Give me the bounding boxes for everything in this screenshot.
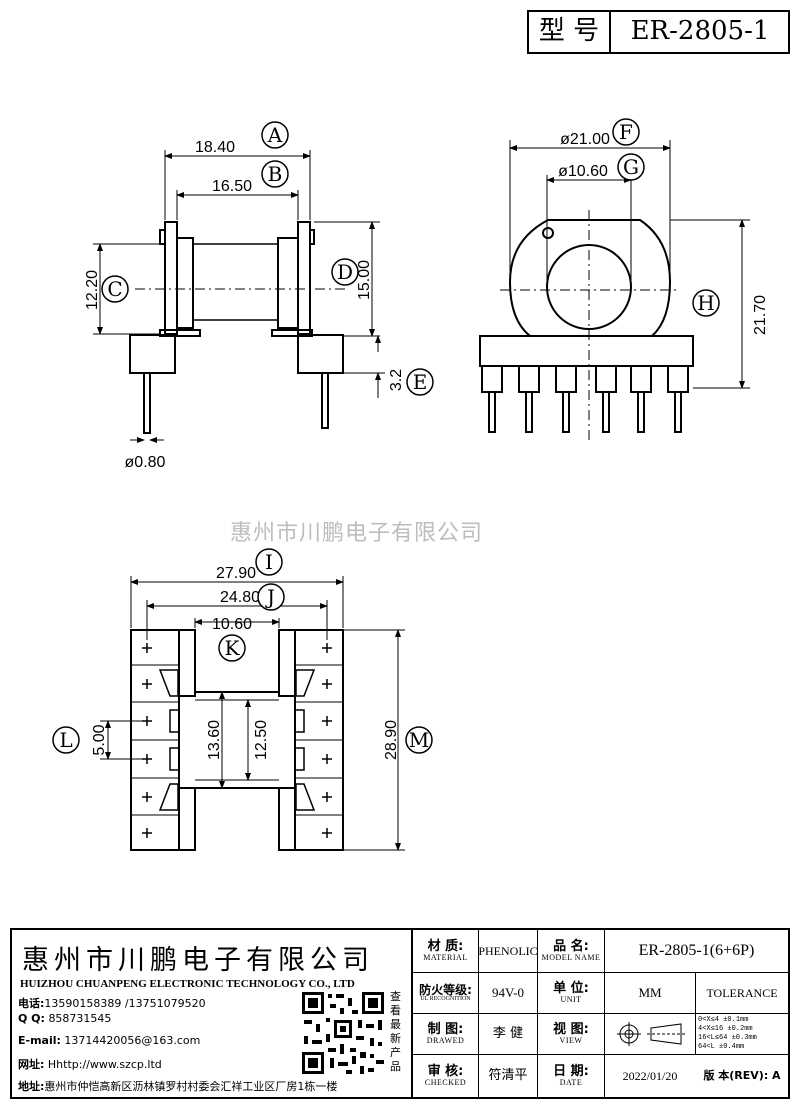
date-value: 2022/01/20: [622, 1068, 678, 1083]
model-header: 型 号 ER-2805-1: [527, 10, 790, 54]
model-value: ER-2805-1: [630, 16, 770, 47]
svg-text:H: H: [697, 291, 714, 315]
tol-row: 0<X≤4 ±0.1mm: [698, 1016, 749, 1024]
company-email: E-mail: 13714420056@163.com: [18, 1034, 201, 1047]
svg-text:K: K: [225, 636, 241, 660]
dim-G: ø10.60: [558, 163, 608, 180]
tolerance-table: 0<X≤4 ±0.1mm 4<X≤16 ±0.2mm 16<L≤64 ±0.3m…: [698, 1016, 788, 1052]
svg-text:F: F: [619, 120, 633, 144]
svg-text:A: A: [267, 123, 283, 147]
ul-value: 94V-0: [491, 985, 525, 1001]
bottom-view: [130, 629, 344, 851]
company-qq: Q Q: 858731545: [18, 1012, 112, 1025]
dim-B: 16.50: [212, 178, 252, 195]
front-view: [479, 219, 694, 433]
company-name-cn: 惠州市川鹏电子有限公司: [22, 945, 374, 976]
dim-M: 28.90: [383, 720, 400, 760]
partname-value: ER-2805-1(6+6P): [638, 941, 755, 959]
dim-N1: 13.60: [206, 720, 223, 760]
svg-text:M: M: [409, 728, 429, 752]
projection-symbol-icon: [617, 1022, 685, 1046]
revision: 版 本(REV): A: [703, 1069, 781, 1083]
unit-label: 单 位: UNIT: [553, 980, 589, 1004]
svg-text:E: E: [413, 370, 428, 394]
checked-label: 审 核: CHECKED: [424, 1063, 467, 1087]
company-name-en: HUIZHOU CHUANPENG ELECTRONIC TECHNOLOGY …: [20, 978, 355, 990]
drawn-label: 制 图: DRAWED: [426, 1021, 465, 1045]
dim-J: 24.80: [220, 589, 260, 606]
technical-drawing: 18.40 16.50 12.20 15.00 3.2 ø0.80 ø21.00…: [52, 118, 769, 851]
checked-value: 符清平: [488, 1068, 528, 1084]
company-addr: 地址:惠州市仲恺高新区沥林镇罗村村委会汇祥工业区厂房1栋一楼: [18, 1080, 338, 1093]
svg-text:J: J: [265, 585, 275, 609]
drawn-value: 李 健: [492, 1026, 524, 1042]
dim-C: 12.20: [84, 270, 101, 310]
callout-I: I: [255, 548, 283, 576]
tol-row: 16<L≤64 ±0.3mm: [698, 1034, 757, 1042]
callout-J: J: [257, 583, 285, 611]
svg-text:G: G: [623, 155, 639, 179]
qr-caption: 查看最新产品: [390, 990, 401, 1073]
company-web: 网址: Hhttp://www.szcp.ltd: [18, 1058, 162, 1071]
callout-K: K: [218, 634, 246, 662]
tolerance-label: TOLERANCE: [706, 985, 778, 1000]
tol-row: 64<L ±0.4mm: [698, 1043, 745, 1051]
callout-A: A: [261, 121, 289, 149]
ul-label: 防火等级: UL RECOGNITION: [419, 982, 472, 1003]
dim-F: ø21.00: [560, 131, 610, 148]
dim-N2: 12.50: [253, 720, 270, 760]
dim-K: 10.60: [212, 616, 252, 633]
callout-B: B: [261, 160, 289, 188]
side-view: [129, 221, 344, 434]
company-tel: 电话:13590158389 /13751079520: [18, 997, 206, 1010]
callout-L: L: [52, 726, 80, 754]
date-label: 日 期: DATE: [553, 1063, 589, 1087]
dim-D: 15.00: [356, 260, 373, 300]
callout-M: M: [405, 726, 433, 754]
qr-code: [300, 990, 386, 1076]
svg-text:L: L: [59, 728, 72, 752]
svg-text:I: I: [265, 550, 273, 574]
partname-label: 品 名: MODEL NAME: [541, 938, 601, 962]
dim-A: 18.40: [195, 139, 235, 156]
dim-pin: ø0.80: [125, 454, 166, 471]
title-block: 惠州市川鹏电子有限公司 HUIZHOU CHUANPENG ELECTRONIC…: [10, 928, 790, 1099]
svg-text:C: C: [107, 277, 122, 301]
model-label: 型 号: [529, 12, 611, 52]
dim-I: 27.90: [216, 565, 256, 582]
callout-H: H: [692, 289, 720, 317]
svg-text:D: D: [337, 260, 353, 284]
callout-E: E: [406, 368, 434, 396]
pin-markers: [142, 643, 332, 838]
callout-G: G: [617, 153, 645, 181]
dim-E: 3.2: [388, 369, 405, 391]
callout-D: D: [331, 258, 359, 286]
material-label: 材 质: MATERIAL: [423, 938, 468, 962]
callouts: A B C D E F G H I J K L M: [52, 118, 720, 754]
unit-value: MM: [638, 985, 662, 1001]
dimension-labels: 18.40 16.50 12.20 15.00 3.2 ø0.80 ø21.00…: [84, 131, 769, 760]
tol-row: 4<X≤16 ±0.2mm: [698, 1025, 753, 1033]
dim-L: 5.00: [91, 724, 108, 755]
material-value: PHENOLIC: [478, 943, 538, 958]
dim-H: 21.70: [752, 295, 769, 335]
svg-text:B: B: [268, 162, 283, 186]
watermark: 惠州市川鹏电子有限公司: [230, 521, 484, 546]
callout-F: F: [612, 118, 640, 146]
view-label: 视 图: VIEW: [553, 1021, 589, 1045]
callout-C: C: [101, 275, 129, 303]
